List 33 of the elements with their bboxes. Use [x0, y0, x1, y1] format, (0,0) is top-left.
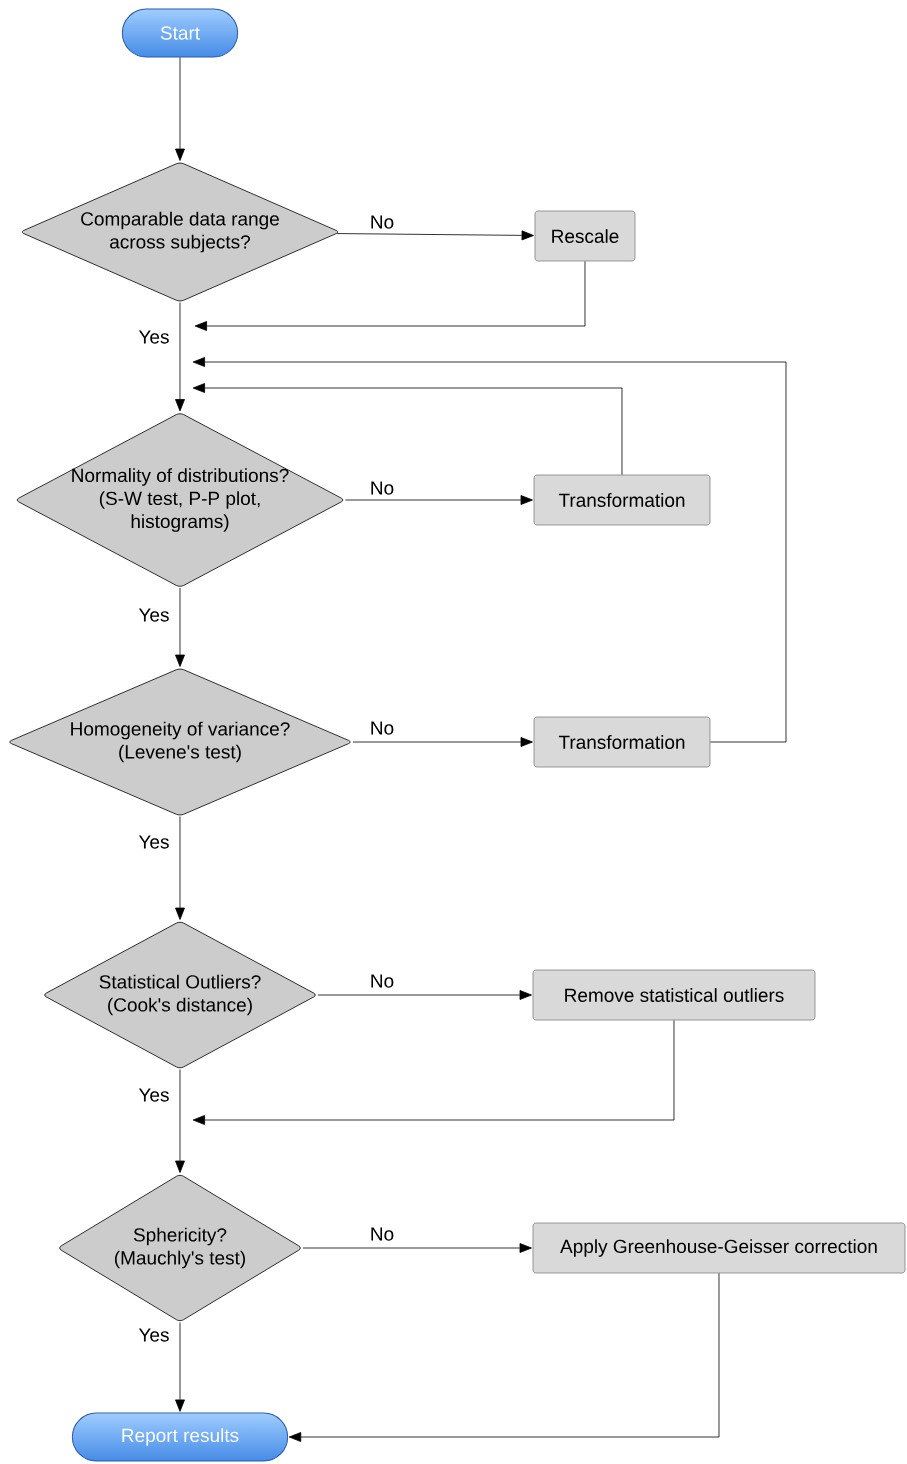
terminal-box: Report results [71, 1412, 289, 1462]
arrow [336, 230, 534, 241]
process-box: Apply Greenhouse-Geisser correction [532, 1222, 906, 1274]
edge-label: No [368, 973, 396, 989]
arrow [175, 1322, 185, 1412]
arrow [175, 816, 185, 920]
edge-label: No [368, 214, 396, 230]
arrow [302, 1243, 532, 1253]
process-box: Remove statistical outliers [532, 969, 816, 1021]
terminal-box: Start [121, 8, 239, 58]
arrow [192, 1020, 675, 1125]
edge-label: Yes [137, 607, 171, 623]
process-box: Rescale [534, 210, 636, 262]
arrow [352, 737, 533, 747]
edge-label: Yes [137, 329, 171, 345]
arrow [192, 357, 787, 743]
arrow [345, 495, 533, 505]
edge-label: No [368, 1226, 396, 1242]
edge-label: No [368, 480, 396, 496]
edge-label: No [368, 720, 396, 736]
edge-label: Yes [137, 1087, 171, 1103]
arrow [288, 1273, 720, 1442]
arrow [192, 383, 623, 475]
arrow [175, 587, 185, 667]
edge-label: Yes [137, 834, 171, 850]
process-box: Transformation [533, 716, 711, 768]
process-box: Transformation [533, 474, 711, 526]
edge-label: Yes [137, 1327, 171, 1343]
arrow [194, 261, 586, 331]
arrow [175, 302, 185, 412]
arrow [175, 57, 185, 161]
arrow [175, 1069, 185, 1173]
arrow [317, 990, 532, 1000]
